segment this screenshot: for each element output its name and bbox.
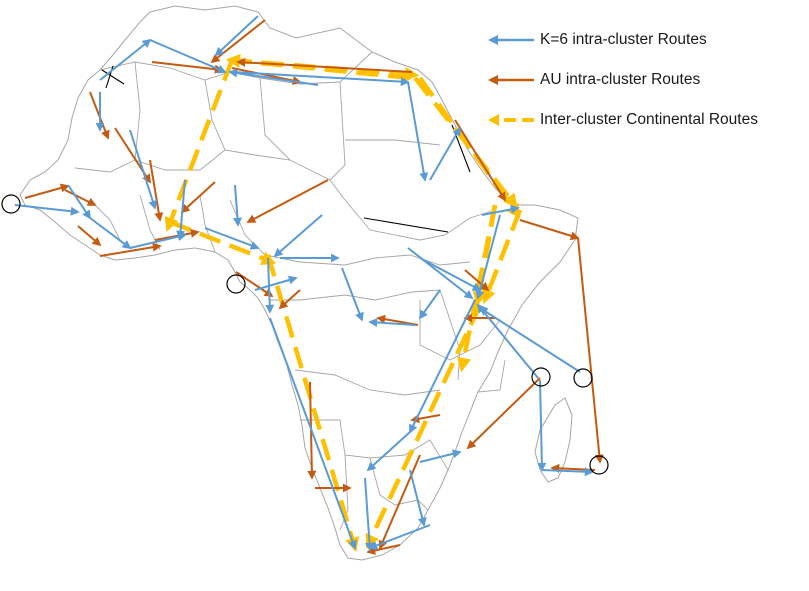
k6-routes [14,15,594,552]
au-route [378,454,421,550]
highlight-circle [226,274,246,294]
k6-route [14,204,80,216]
k6-route [475,214,501,300]
k6-route [254,275,298,291]
au-route [77,225,102,247]
highlight-circle [589,455,609,475]
highlight-circle [1,194,21,214]
k6-route [89,217,132,250]
au-route [64,189,97,206]
au-route [454,119,506,202]
au-route [519,219,580,241]
legend-item-k6: K=6 intra-cluster Routes [488,28,806,68]
border-line [89,199,121,241]
k6-route [409,299,476,434]
border-line [264,254,471,266]
k6-route [409,469,427,527]
inter-route [169,219,277,266]
border-line [259,77,291,161]
border-line [74,149,346,201]
k6-route [366,431,411,472]
legend-item-inter: Inter-cluster Continental Routes [488,108,806,148]
k6-route [541,467,594,477]
k6-route [129,129,158,210]
inter-route [365,304,483,549]
border-line [270,289,441,301]
border-line [369,457,429,511]
k6-route [204,227,260,250]
black-border [101,69,125,85]
au-route [149,159,164,222]
highlight-circle [573,368,593,388]
au-route [466,377,541,450]
k6-route [228,68,319,86]
k6-route [231,71,410,87]
au-route [246,179,329,223]
au-arrow-icon [488,75,534,85]
border-line [477,359,506,393]
au-route [577,237,604,464]
border-line [339,454,349,531]
k6-route [67,184,91,220]
border-line [345,139,441,146]
au-route [236,57,413,73]
k6-route [418,289,441,320]
au-route [151,61,224,74]
highlight-circles [1,194,609,475]
border-line [134,61,141,161]
border-line [199,194,216,253]
k6-route [273,214,323,258]
border-line [204,79,226,151]
k6-route [99,38,152,81]
k6-route [232,184,242,227]
k6-route [368,317,416,327]
legend-label-inter: Inter-cluster Continental Routes [540,111,758,128]
k6-route [269,317,357,550]
au-route [180,181,216,214]
border-line [344,199,496,241]
border-line [294,369,441,396]
k6-route [476,303,539,379]
au-route [464,269,490,292]
au-route [210,19,266,64]
au-route [235,271,274,297]
k6-route [129,232,187,249]
au-route [24,183,70,199]
k6-route [537,379,547,472]
legend-label-k6: K=6 intra-cluster Routes [540,31,707,48]
k6-route [407,247,474,300]
k6-route [419,449,462,463]
inter-route [413,76,518,209]
k6-route [176,179,186,240]
black-border [363,217,449,233]
k6-route [429,126,461,181]
border-line [419,300,501,361]
au-route [278,289,301,310]
k6-route [407,81,429,182]
k6-route [368,524,431,550]
highlight-circle [531,367,551,387]
au-routes [24,19,604,555]
legend-item-au: AU intra-cluster Routes [488,68,806,108]
inter-dashed-arrow-icon [488,114,534,126]
k6-route [481,204,520,216]
legend: K=6 intra-cluster Routes AU intra-cluste… [488,28,806,148]
border-line [329,81,346,181]
k6-arrow-icon [488,35,534,45]
madagascar-outline [534,397,573,483]
k6-route [341,267,364,322]
inter-route [164,59,235,233]
k6-route [214,15,259,57]
k6-route [364,477,374,552]
inter-cluster-routes [164,53,523,553]
k6-route [478,307,581,373]
inter-route [481,209,523,305]
k6-route [419,257,482,291]
k6-route [149,39,227,74]
au-route [99,242,162,257]
legend-label-au: AU intra-cluster Routes [540,71,701,88]
